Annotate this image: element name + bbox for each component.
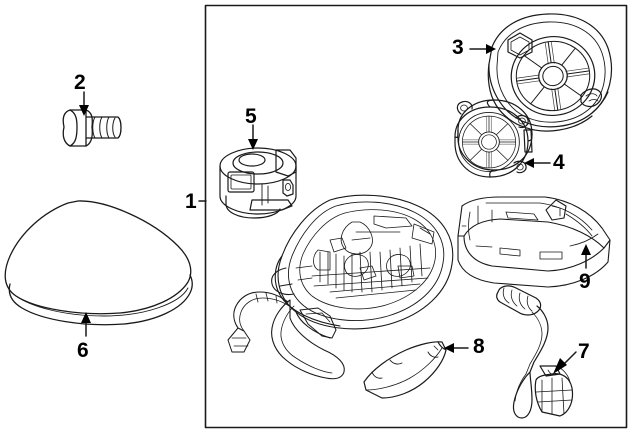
callout-label-7[interactable]: 7 bbox=[578, 340, 590, 363]
part-2-mounting-bolt bbox=[62, 109, 122, 147]
callout-label-2[interactable]: 2 bbox=[74, 71, 86, 94]
part-9-turn-signal-lamp bbox=[457, 196, 611, 288]
part-8-lower-cover-trim bbox=[363, 341, 447, 399]
part-5-pivot-motor-base bbox=[219, 147, 297, 219]
callout-label-3[interactable]: 3 bbox=[452, 36, 464, 59]
callout-label-9[interactable]: 9 bbox=[579, 270, 591, 293]
part-4-actuator-motor bbox=[454, 99, 533, 178]
part-3-mirror-glass-backing-plate bbox=[487, 13, 613, 132]
callout-leaders bbox=[79, 44, 591, 374]
callout-label-5[interactable]: 5 bbox=[245, 105, 257, 128]
assembly-outline-box bbox=[204, 4, 628, 429]
mirror-housing-base bbox=[227, 194, 454, 380]
part-6-outer-cover-cap bbox=[4, 200, 193, 326]
callout-label-1[interactable]: 1 bbox=[185, 190, 197, 213]
part-7-harness-connector-clip bbox=[496, 285, 574, 419]
callout-label-6[interactable]: 6 bbox=[77, 339, 89, 362]
callout-label-8[interactable]: 8 bbox=[473, 335, 485, 358]
callout-label-4[interactable]: 4 bbox=[553, 151, 565, 174]
